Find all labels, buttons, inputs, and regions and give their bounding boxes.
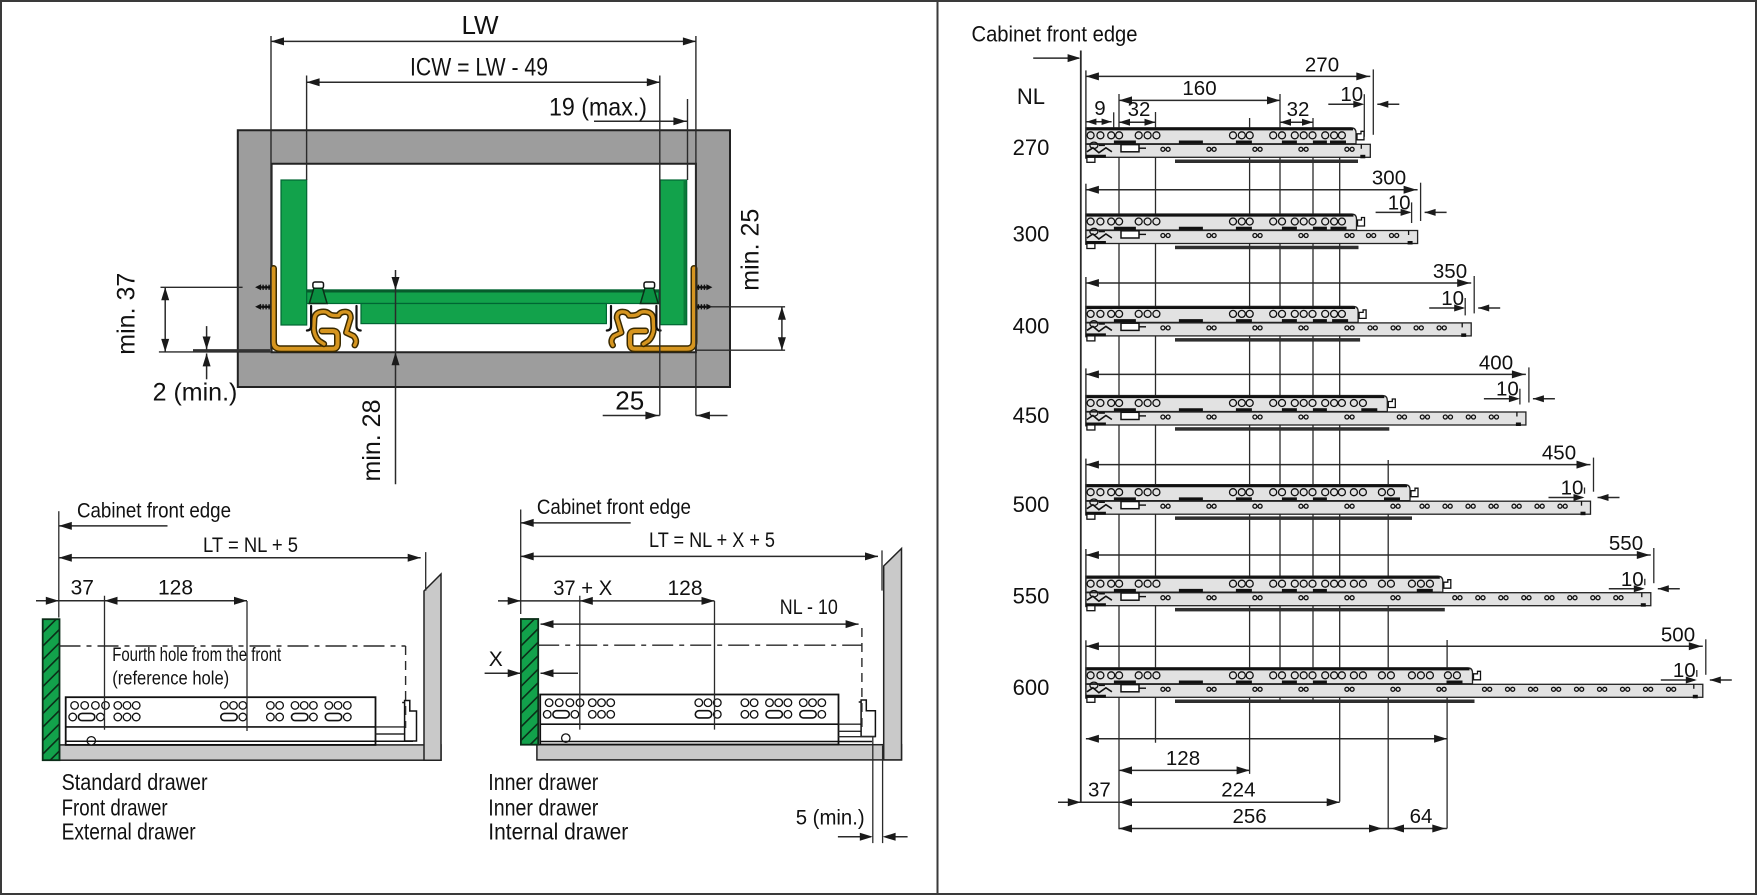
svg-text:10: 10	[1340, 83, 1363, 106]
svg-text:37: 37	[1088, 779, 1111, 802]
svg-text:64: 64	[1410, 805, 1433, 828]
svg-text:External drawer: External drawer	[62, 819, 196, 845]
svg-text:300: 300	[1013, 221, 1050, 246]
svg-text:10: 10	[1388, 191, 1411, 214]
svg-text:min. 37: min. 37	[113, 273, 141, 355]
svg-text:5 (min.): 5 (min.)	[796, 807, 865, 830]
svg-text:LT = NL + X + 5: LT = NL + X + 5	[649, 529, 775, 552]
svg-text:37: 37	[71, 577, 94, 600]
svg-text:450: 450	[1013, 403, 1050, 428]
svg-text:10: 10	[1441, 287, 1464, 310]
svg-text:128: 128	[1166, 747, 1200, 770]
svg-text:10: 10	[1673, 659, 1696, 682]
svg-text:500: 500	[1013, 492, 1050, 517]
svg-text:400: 400	[1479, 351, 1513, 374]
svg-text:600: 600	[1013, 675, 1050, 700]
svg-text:500: 500	[1661, 623, 1695, 646]
svg-text:32: 32	[1128, 98, 1151, 121]
svg-text:NL: NL	[1017, 84, 1045, 109]
svg-text:Cabinet front edge: Cabinet front edge	[972, 22, 1138, 47]
svg-text:Inner drawer: Inner drawer	[488, 794, 598, 820]
svg-text:32: 32	[1287, 98, 1310, 121]
svg-text:350: 350	[1433, 260, 1467, 283]
svg-text:19 (max.): 19 (max.)	[549, 93, 647, 121]
svg-text:128: 128	[158, 577, 193, 600]
svg-text:Cabinet front edge: Cabinet front edge	[77, 500, 231, 523]
svg-text:550: 550	[1013, 584, 1050, 609]
svg-text:160: 160	[1182, 77, 1216, 100]
svg-text:Standard drawer: Standard drawer	[62, 769, 208, 795]
svg-text:400: 400	[1013, 314, 1050, 339]
svg-text:LW: LW	[461, 10, 499, 40]
svg-text:Fourth hole from the front: Fourth hole from the front	[112, 644, 281, 666]
svg-text:(reference hole): (reference hole)	[112, 668, 229, 690]
svg-text:ICW = LW - 49: ICW = LW - 49	[410, 54, 548, 82]
svg-text:NL - 10: NL - 10	[780, 596, 838, 619]
svg-text:128: 128	[667, 577, 702, 600]
svg-text:2 (min.): 2 (min.)	[153, 378, 238, 406]
svg-text:X: X	[489, 648, 503, 671]
svg-text:270: 270	[1305, 53, 1339, 76]
svg-text:Cabinet front edge: Cabinet front edge	[537, 496, 691, 519]
svg-text:9: 9	[1094, 97, 1105, 120]
svg-text:550: 550	[1609, 532, 1643, 555]
svg-text:256: 256	[1232, 805, 1266, 828]
svg-text:min. 25: min. 25	[736, 209, 764, 291]
svg-text:Inner drawer: Inner drawer	[488, 769, 598, 795]
svg-text:Front drawer: Front drawer	[62, 794, 168, 820]
svg-text:min. 28: min. 28	[358, 400, 386, 482]
svg-text:25: 25	[615, 385, 644, 415]
svg-text:224: 224	[1221, 778, 1255, 801]
svg-text:10: 10	[1561, 477, 1584, 500]
svg-text:37 + X: 37 + X	[553, 577, 612, 600]
svg-text:10: 10	[1621, 568, 1644, 591]
svg-text:300: 300	[1372, 167, 1406, 190]
svg-text:Internal drawer: Internal drawer	[488, 819, 628, 845]
svg-text:LT = NL + 5: LT = NL + 5	[203, 534, 298, 557]
svg-text:270: 270	[1013, 135, 1050, 160]
svg-text:450: 450	[1542, 442, 1576, 465]
svg-text:10: 10	[1496, 378, 1519, 401]
